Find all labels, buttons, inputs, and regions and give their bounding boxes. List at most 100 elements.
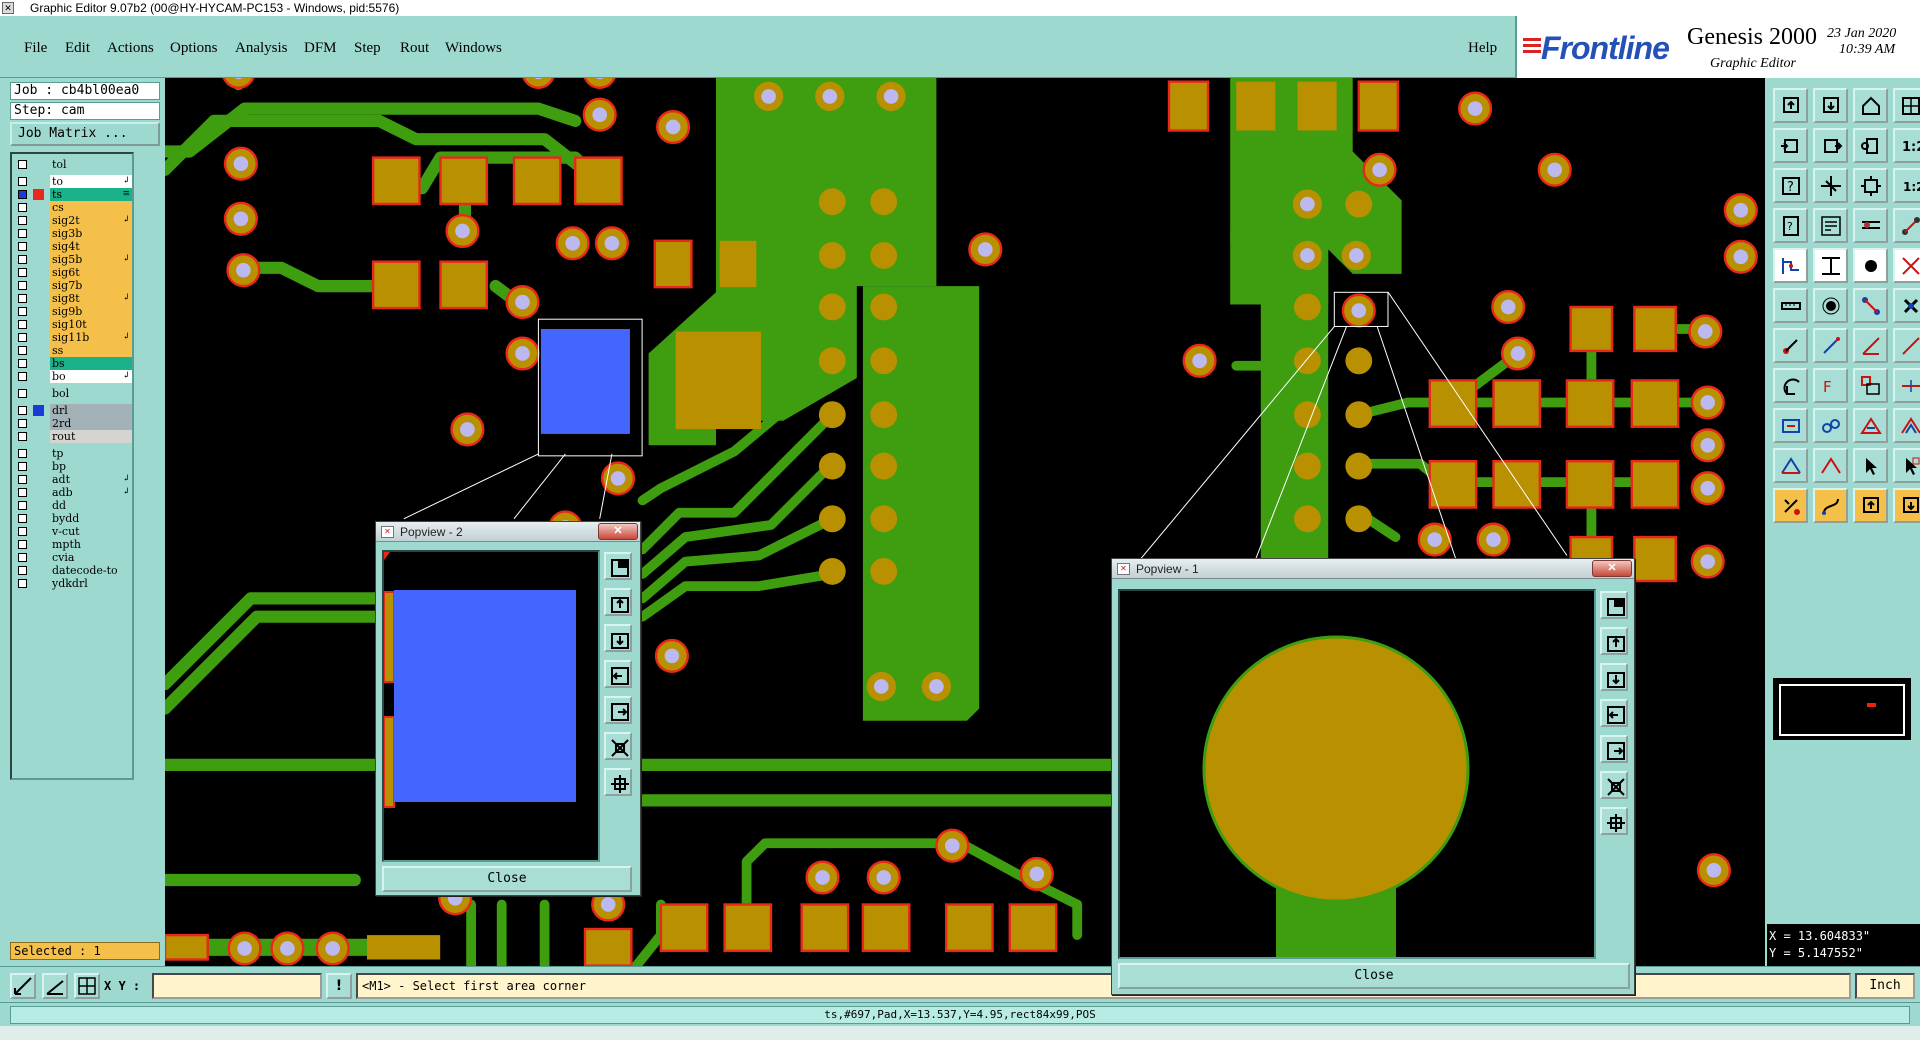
layer-row-ss[interactable]: ss (14, 344, 132, 357)
layer-row-rout[interactable]: rout (14, 430, 132, 443)
popview-2-close-button[interactable]: Close (382, 866, 632, 892)
toolbar-button-2-2[interactable] (1853, 168, 1888, 203)
toolbar-button-3-3[interactable] (1893, 208, 1920, 243)
layer-checkbox[interactable] (18, 320, 27, 329)
popview-2-tool-zoom-in[interactable] (604, 732, 632, 760)
layer-checkbox[interactable] (18, 307, 27, 316)
toolbar-button-0-1[interactable] (1813, 88, 1848, 123)
measure-mode-button[interactable] (42, 973, 68, 999)
pcb-canvas[interactable] (165, 78, 1765, 966)
popview-1-tool-fit[interactable] (1600, 591, 1628, 619)
message-button[interactable]: ! (326, 973, 352, 999)
popview-2-dialog[interactable]: ✕ Popview - 2 ✕ Close (375, 521, 641, 896)
layer-checkbox[interactable] (18, 177, 27, 186)
toolbar-button-7-2[interactable] (1853, 368, 1888, 403)
grid-mode-button[interactable] (74, 973, 100, 999)
layer-row-datecode-to[interactable]: datecode-to (14, 564, 132, 577)
toolbar-button-6-2[interactable] (1853, 328, 1888, 363)
layer-checkbox[interactable] (18, 389, 27, 398)
layer-row-adt[interactable]: adt↲ (14, 473, 132, 486)
layer-checkbox[interactable] (18, 216, 27, 225)
toolbar-button-10-1[interactable] (1813, 488, 1848, 523)
layer-checkbox[interactable] (18, 566, 27, 575)
layer-row-sig11b[interactable]: sig11b↲ (14, 331, 132, 344)
toolbar-button-8-1[interactable] (1813, 408, 1848, 443)
layer-row-tol[interactable]: tol (14, 158, 132, 171)
toolbar-button-7-1[interactable]: F (1813, 368, 1848, 403)
layer-row-bo[interactable]: bo↲ (14, 370, 132, 383)
xy-input[interactable] (152, 973, 322, 999)
layer-checkbox[interactable] (18, 294, 27, 303)
layer-checkbox[interactable] (18, 160, 27, 169)
layer-row-dd[interactable]: dd (14, 499, 132, 512)
toolbar-button-0-2[interactable] (1853, 88, 1888, 123)
popview-2-view[interactable] (382, 550, 600, 862)
layer-checkbox[interactable] (18, 406, 27, 415)
menu-options[interactable]: Options (170, 40, 218, 56)
layer-row-ts[interactable]: ts≡ (14, 188, 132, 201)
popview-1-tool-pan-right[interactable] (1600, 735, 1628, 763)
layer-checkbox[interactable] (18, 255, 27, 264)
layer-row-bydd[interactable]: bydd (14, 512, 132, 525)
toolbar-button-6-3[interactable] (1893, 328, 1920, 363)
layer-row-2rd[interactable]: 2rd (14, 417, 132, 430)
layer-row-mpth[interactable]: mpth (14, 538, 132, 551)
toolbar-button-10-2[interactable] (1853, 488, 1888, 523)
layer-row-sig6t[interactable]: sig6t (14, 266, 132, 279)
toolbar-button-9-1[interactable] (1813, 448, 1848, 483)
layer-row-v-cut[interactable]: v-cut (14, 525, 132, 538)
popview-1-tool-pan-up[interactable] (1600, 627, 1628, 655)
layer-checkbox[interactable] (18, 527, 27, 536)
menu-rout[interactable]: Rout (400, 40, 430, 56)
toolbar-button-5-3[interactable] (1893, 288, 1920, 323)
popview-1-tool-zoom-out[interactable] (1600, 807, 1628, 835)
layer-row-bs[interactable]: bs (14, 357, 132, 370)
toolbar-button-5-1[interactable] (1813, 288, 1848, 323)
popview-2-tool-pan-left[interactable] (604, 660, 632, 688)
layer-row-drl[interactable]: drl (14, 404, 132, 417)
toolbar-button-0-0[interactable] (1773, 88, 1808, 123)
popview-1-tool-pan-left[interactable] (1600, 699, 1628, 727)
layer-row-bol[interactable]: bol (14, 387, 132, 400)
toolbar-button-6-0[interactable] (1773, 328, 1808, 363)
layer-row-ydkdrl[interactable]: ydkdrl (14, 577, 132, 590)
job-matrix-button[interactable]: Job Matrix ... (10, 122, 160, 146)
popview-1-titlebar[interactable]: ✕ Popview - 1 ✕ (1112, 559, 1634, 579)
layer-checkbox[interactable] (18, 514, 27, 523)
popview-1-close-button[interactable]: Close (1118, 963, 1630, 989)
layer-checkbox[interactable] (18, 462, 27, 471)
toolbar-button-5-2[interactable] (1853, 288, 1888, 323)
popview-2-titlebar[interactable]: ✕ Popview - 2 ✕ (376, 522, 640, 542)
toolbar-button-0-3[interactable] (1893, 88, 1920, 123)
layer-checkbox[interactable] (18, 346, 27, 355)
units-button[interactable]: Inch (1855, 973, 1915, 999)
popview-2-tool-fit[interactable] (604, 552, 632, 580)
layer-checkbox[interactable] (18, 333, 27, 342)
toolbar-button-4-3[interactable] (1893, 248, 1920, 283)
layer-row-sig8t[interactable]: sig8t↲ (14, 292, 132, 305)
layer-checkbox[interactable] (18, 281, 27, 290)
layer-checkbox[interactable] (18, 203, 27, 212)
layer-row-sig4t[interactable]: sig4t (14, 240, 132, 253)
layer-checkbox[interactable] (18, 419, 27, 428)
toolbar-button-4-1[interactable] (1813, 248, 1848, 283)
snap-mode-button[interactable] (10, 973, 36, 999)
toolbar-button-2-3[interactable]: 1:2 (1893, 168, 1920, 203)
menu-actions[interactable]: Actions (107, 40, 154, 56)
layer-checkbox[interactable] (18, 488, 27, 497)
popview-2-tool-zoom-out[interactable] (604, 768, 632, 796)
layer-checkbox[interactable] (18, 501, 27, 510)
menu-dfm[interactable]: DFM (304, 40, 337, 56)
popview-1-view[interactable] (1118, 589, 1596, 959)
menu-analysis[interactable]: Analysis (235, 40, 288, 56)
layer-row-to[interactable]: to↲ (14, 175, 132, 188)
toolbar-button-8-0[interactable] (1773, 408, 1808, 443)
toolbar-button-9-3[interactable] (1893, 448, 1920, 483)
toolbar-button-1-1[interactable] (1813, 128, 1848, 163)
toolbar-button-8-2[interactable] (1853, 408, 1888, 443)
menu-help[interactable]: Help (1468, 40, 1498, 56)
toolbar-button-2-0[interactable]: ? (1773, 168, 1808, 203)
toolbar-button-10-3[interactable] (1893, 488, 1920, 523)
popview-2-tool-pan-right[interactable] (604, 696, 632, 724)
layer-row-sig10t[interactable]: sig10t (14, 318, 132, 331)
